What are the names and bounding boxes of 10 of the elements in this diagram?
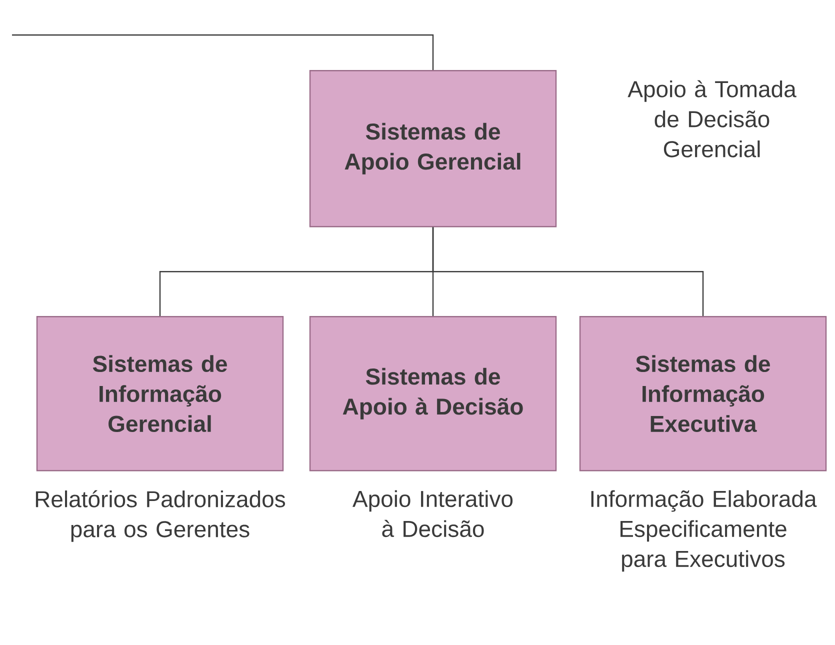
- connector-line: [12, 34, 434, 70]
- system-box: Sistemas de Apoio Gerencial: [309, 70, 557, 228]
- description-text: Apoio à Tomada de Decisão Gerencial: [628, 80, 796, 158]
- connector-line: [432, 227, 704, 316]
- description-text: Apoio Interativo à Decisão: [352, 490, 513, 538]
- system-box: Sistemas de Informação Executiva: [579, 316, 827, 472]
- system-box: Sistemas de Apoio à Decisão: [309, 316, 557, 472]
- description-text: Relatórios Padronizados para os Gerentes: [36, 490, 286, 542]
- description-text: Informação Elaborada Especificamente para Executivos: [591, 490, 817, 572]
- system-box: Sistemas de Informação Gerencial: [36, 316, 284, 472]
